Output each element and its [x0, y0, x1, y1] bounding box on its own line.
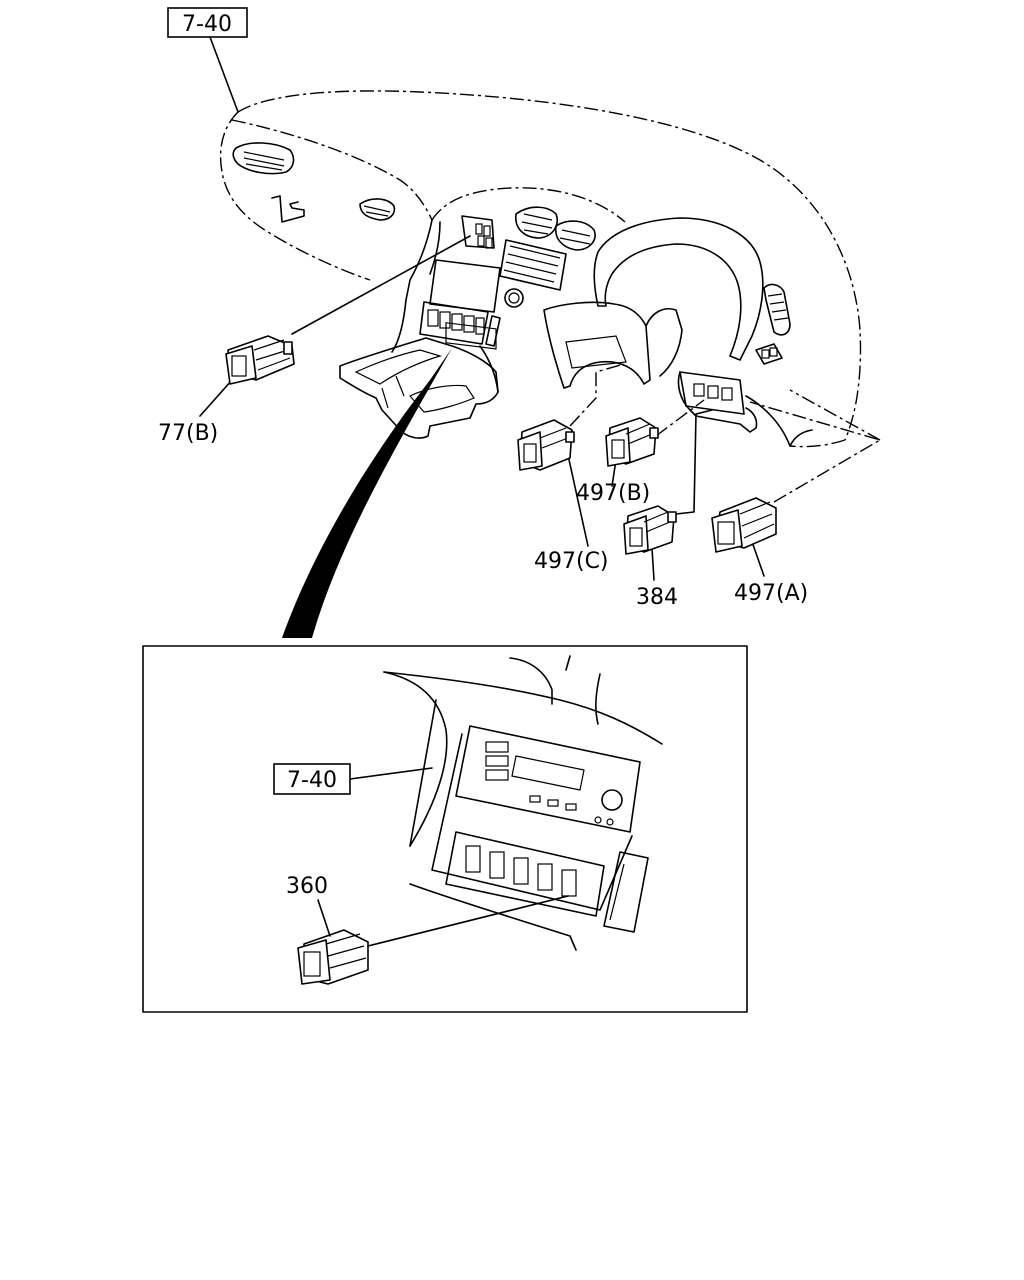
inset-reference-box[interactable]: 7-40	[273, 763, 351, 795]
switch-77b[interactable]	[225, 335, 295, 385]
inset-audio-unit	[455, 725, 641, 833]
callout-labels: 77(B) 497(B) 497(C) 384 497(A)	[158, 421, 808, 610]
lower-dash-switch-panel	[679, 371, 745, 415]
dashboard-details	[232, 142, 813, 447]
inset-detail-view: 7-40 360	[142, 645, 748, 1013]
heater-control-panel	[419, 301, 489, 345]
mid-left-vent	[359, 198, 396, 221]
top-reference-leader	[209, 36, 239, 113]
center-console	[339, 337, 499, 439]
switch-360[interactable]	[297, 929, 369, 985]
switch-497a[interactable]	[711, 497, 777, 553]
switch-497c[interactable]	[517, 419, 575, 471]
inset-reference-label: 7-40	[287, 768, 337, 793]
callout-497c[interactable]: 497(C)	[534, 549, 609, 574]
hazard-panel	[499, 239, 567, 291]
left-side-vent	[232, 142, 295, 175]
top-reference-box[interactable]: 7-40	[167, 7, 248, 38]
center-vent-left	[515, 206, 558, 239]
switch-497b[interactable]	[605, 417, 659, 467]
steering-column-cover	[543, 301, 651, 389]
callout-384[interactable]: 384	[636, 585, 678, 610]
right-switch-window	[755, 343, 783, 365]
callout-77b[interactable]: 77(B)	[158, 421, 218, 446]
top-reference-label: 7-40	[182, 12, 232, 37]
inset-heater-switch-row	[445, 831, 605, 917]
callout-360[interactable]: 360	[286, 874, 328, 899]
switch-384[interactable]	[623, 505, 677, 555]
dashboard-outline	[219, 90, 862, 448]
upper-switch-panel	[461, 215, 495, 249]
callout-497a[interactable]: 497(A)	[734, 581, 808, 606]
inset-frame	[142, 645, 748, 1013]
callout-497b[interactable]: 497(B)	[576, 481, 650, 506]
left-bracket	[271, 195, 305, 223]
audio-unit	[429, 259, 501, 313]
right-side-vent	[763, 283, 791, 336]
center-vent-right	[554, 220, 596, 251]
meter-cluster-hood	[593, 217, 764, 361]
